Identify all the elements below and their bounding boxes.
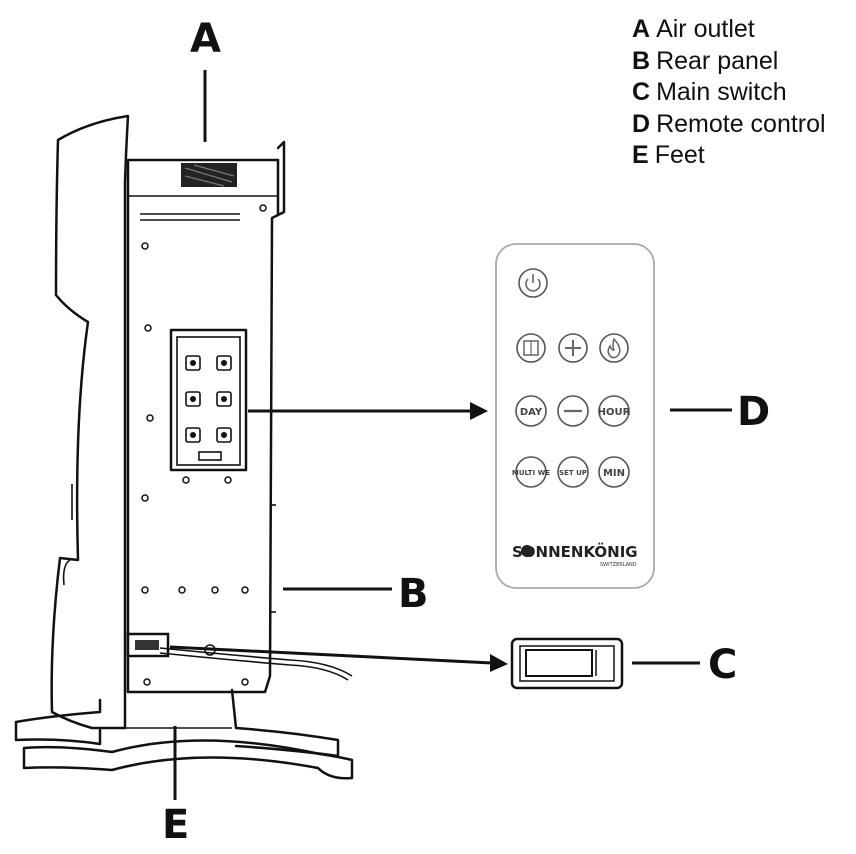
remote-power-button xyxy=(518,268,548,298)
power-cord xyxy=(159,647,353,677)
remote-min-button: MIN xyxy=(598,456,630,488)
heater-illustration xyxy=(14,114,354,780)
heater-control-panel xyxy=(169,328,248,472)
brand-sub: SWITZERLAND xyxy=(600,562,637,568)
svg-text:SET UP: SET UP xyxy=(559,469,587,477)
callout-d: D xyxy=(737,389,770,435)
power-icon xyxy=(525,278,541,292)
main-switch-detail xyxy=(510,637,624,690)
remote-plus-button xyxy=(558,333,588,363)
leader-lines xyxy=(169,70,732,800)
heater-main-switch xyxy=(126,632,170,658)
panel-screws xyxy=(141,204,267,686)
remote-setup-button: SET UP xyxy=(557,456,589,488)
heater-feet xyxy=(14,688,354,780)
remote-multi-button: MULTI WE xyxy=(512,456,550,488)
arrow-c xyxy=(169,645,493,665)
remote-window-button xyxy=(516,333,546,363)
heater-rear-body xyxy=(126,158,280,694)
heater-front-shell xyxy=(50,114,130,730)
callout-e: E xyxy=(162,802,189,848)
svg-text:DAY: DAY xyxy=(520,407,543,418)
svg-text:HOUR: HOUR xyxy=(598,407,631,418)
remote-flame-button xyxy=(599,333,629,363)
flame-icon xyxy=(607,337,621,359)
remote-brand-logo: SONNENKÖNIG SWITZERLAND xyxy=(512,542,638,568)
remote-minus-button xyxy=(557,395,589,427)
callout-a: A xyxy=(190,16,221,62)
svg-text:MULTI WE: MULTI WE xyxy=(512,469,550,477)
remote-control: DAY HOUR MULTI WE SET UP MIN xyxy=(495,243,655,589)
remote-hour-button: HOUR xyxy=(598,395,631,427)
plus-icon xyxy=(565,340,581,356)
brand-name: SONNENKÖNIG xyxy=(512,542,638,561)
callout-c: C xyxy=(708,642,737,688)
callout-b: B xyxy=(398,571,429,617)
remote-day-button: DAY xyxy=(515,395,547,427)
svg-text:MIN: MIN xyxy=(603,468,625,479)
